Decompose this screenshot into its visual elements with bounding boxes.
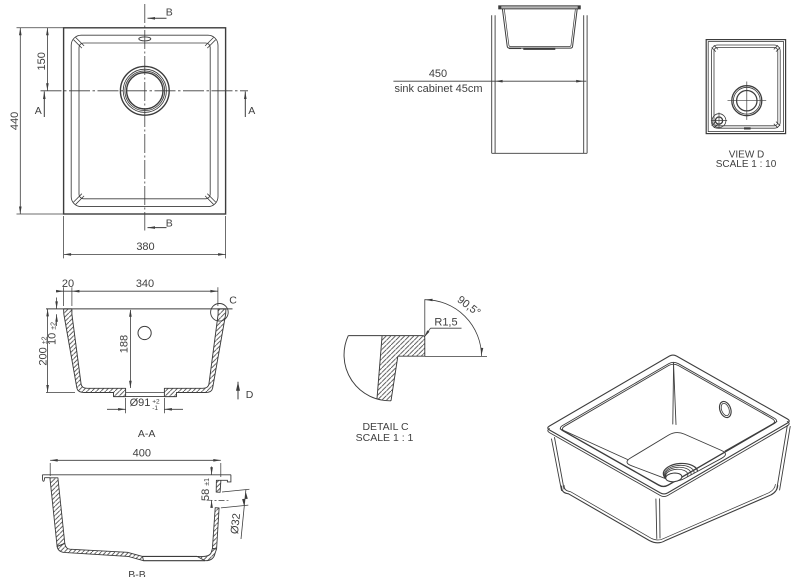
svg-text:380: 380	[136, 241, 154, 253]
svg-text:D: D	[246, 389, 254, 401]
svg-text:SCALE 1 : 1: SCALE 1 : 1	[356, 432, 414, 444]
svg-text:150: 150	[36, 52, 48, 70]
svg-text:340: 340	[136, 278, 154, 290]
svg-text:sink cabinet 45cm: sink cabinet 45cm	[394, 83, 482, 95]
svg-text:Ø32: Ø32	[229, 513, 243, 535]
svg-text:VIEW D: VIEW D	[729, 150, 765, 161]
svg-text:R1,5: R1,5	[434, 317, 457, 329]
svg-text:B: B	[166, 6, 173, 18]
svg-text:188: 188	[119, 335, 131, 353]
svg-text:440: 440	[9, 112, 21, 130]
svg-text:A-A: A-A	[138, 428, 156, 440]
svg-text:Ø91: Ø91	[130, 397, 151, 409]
svg-text:C: C	[229, 295, 237, 307]
svg-text:A: A	[35, 105, 42, 117]
svg-text:+2: +2	[152, 398, 160, 405]
svg-text:A: A	[248, 105, 255, 117]
svg-text:B: B	[166, 218, 173, 230]
svg-text:B-B: B-B	[128, 569, 146, 577]
svg-text:20: 20	[62, 278, 74, 290]
svg-text:SCALE 1 : 10: SCALE 1 : 10	[716, 159, 777, 170]
svg-text:DETAIL C: DETAIL C	[362, 421, 409, 433]
svg-text:450: 450	[429, 68, 447, 80]
svg-text:400: 400	[133, 447, 151, 459]
svg-text:-1: -1	[152, 405, 158, 412]
